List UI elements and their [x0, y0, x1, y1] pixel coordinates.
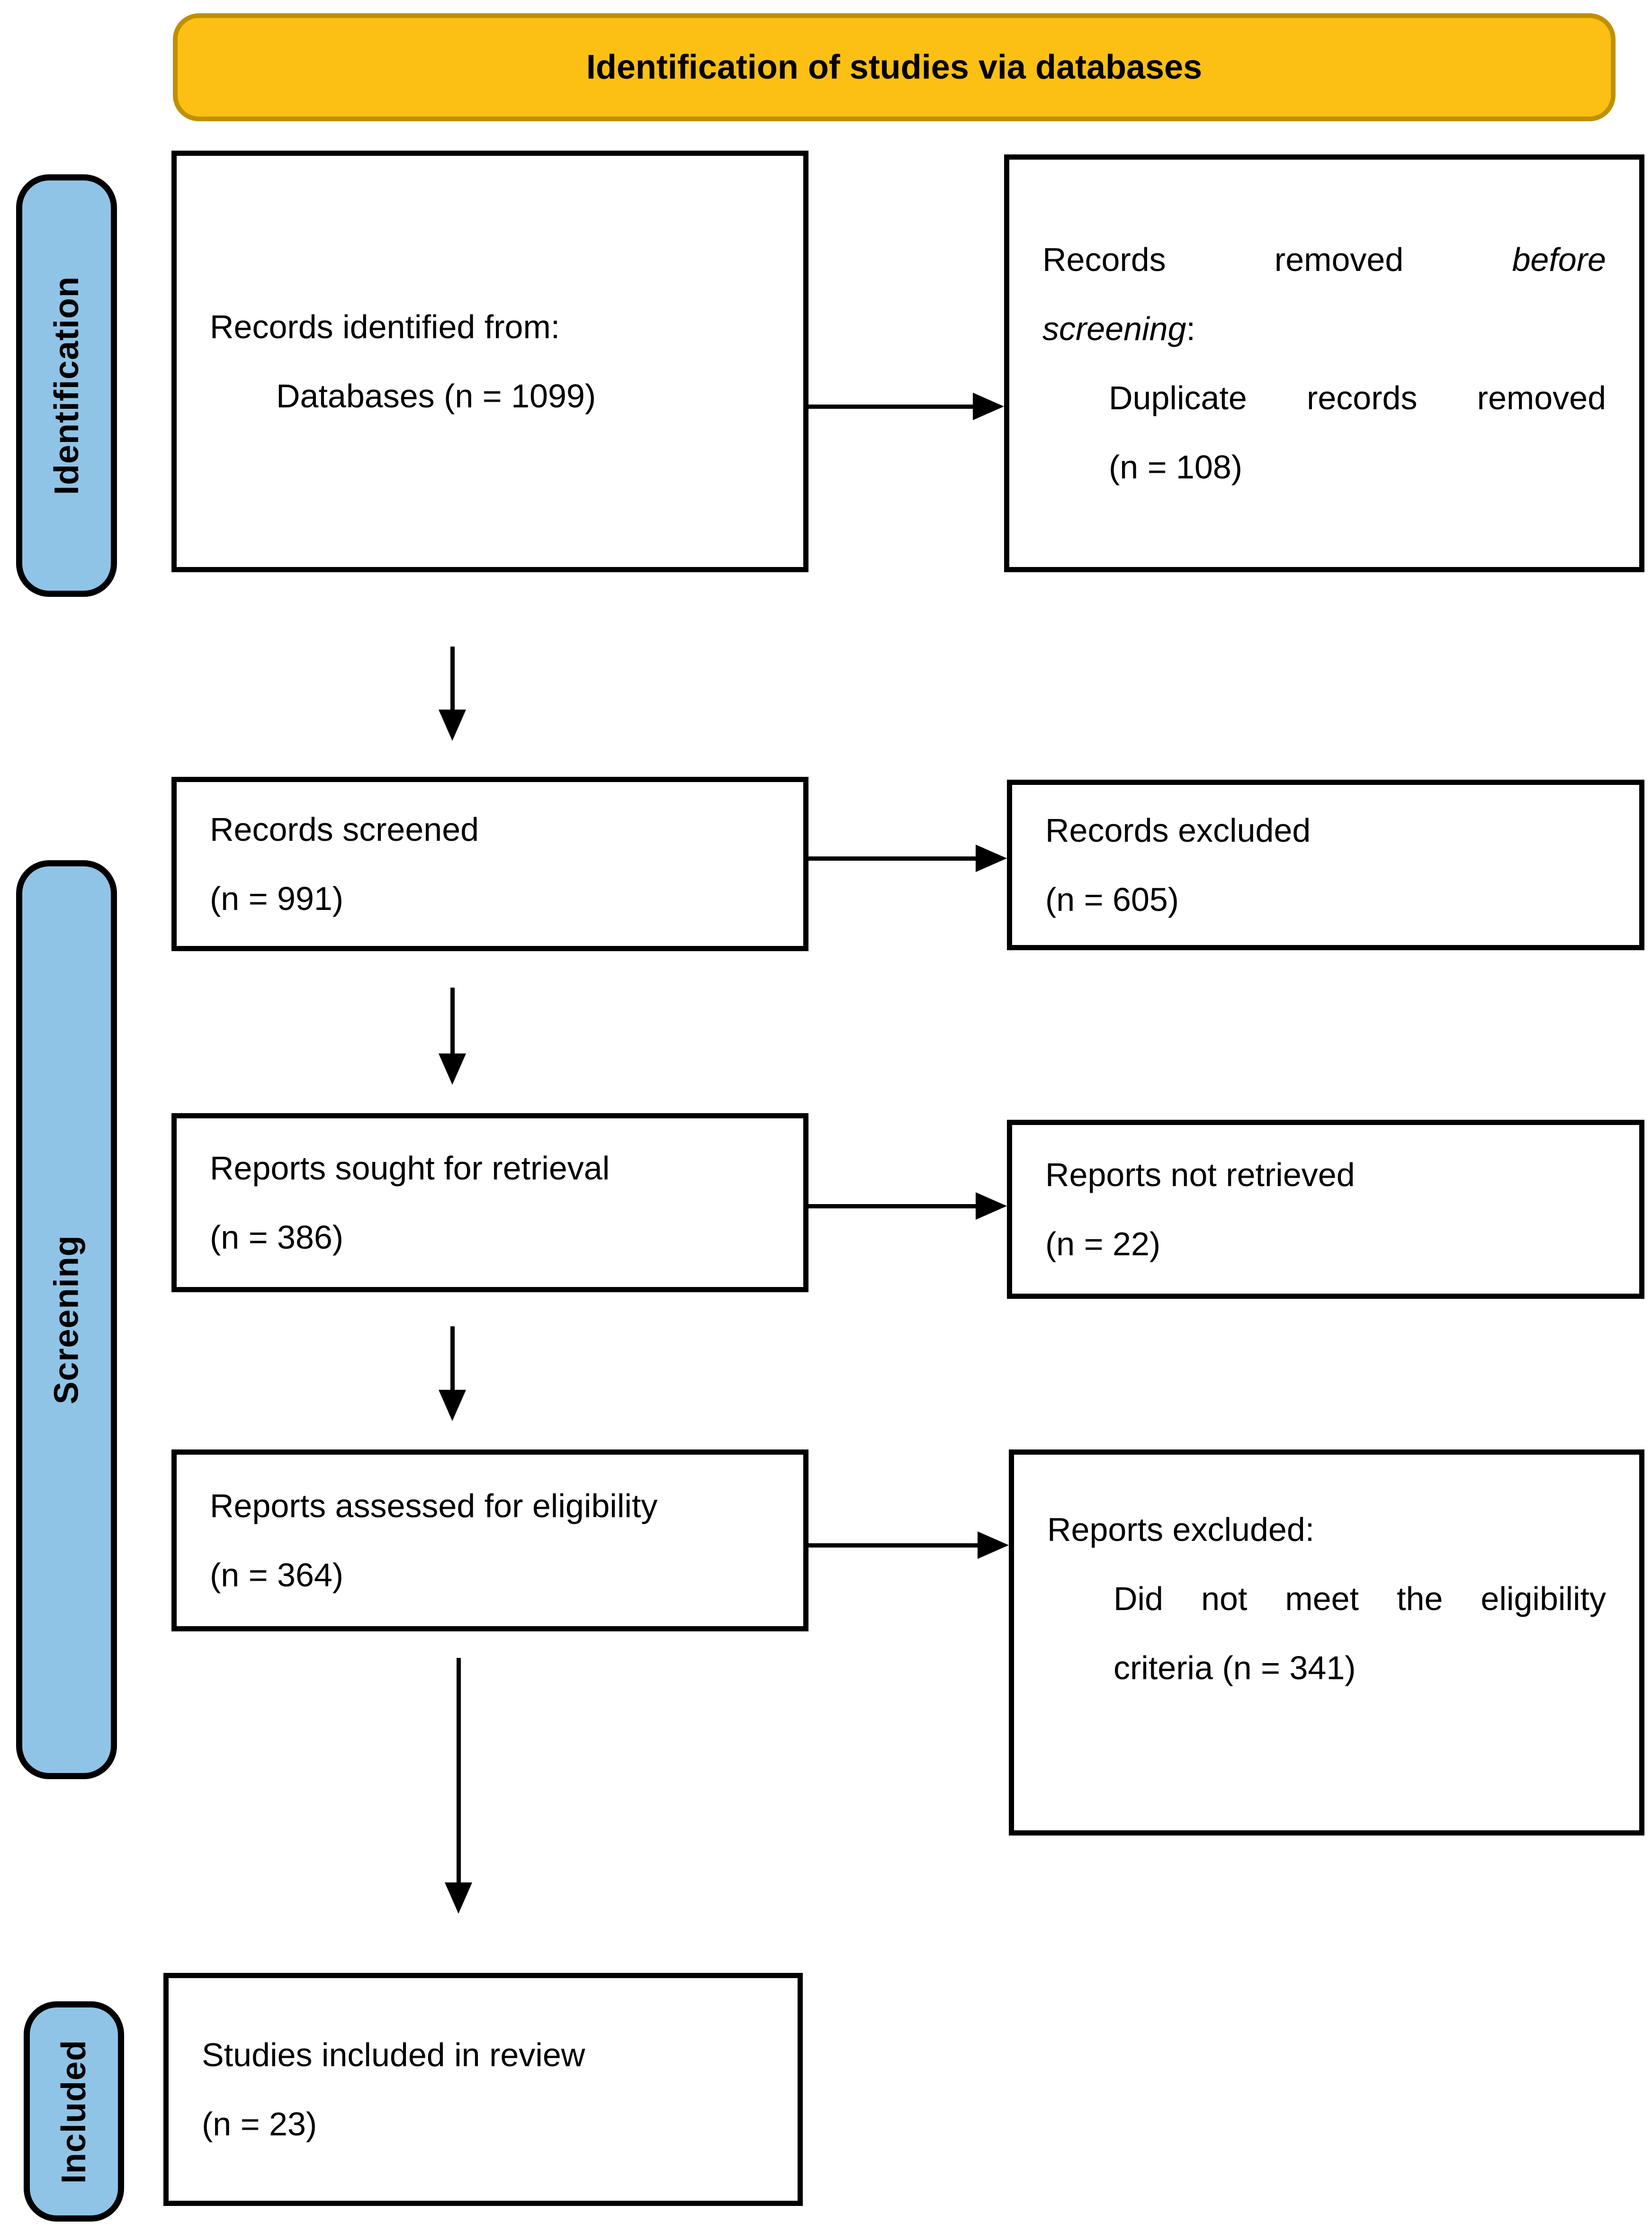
- box-reports-assessed-line2: (n = 364): [210, 1557, 344, 1593]
- arrow-head-down-icon: [445, 1882, 472, 1914]
- arrow-shaft: [806, 1543, 979, 1548]
- word-italic: before: [1512, 241, 1606, 278]
- box-reports-assessed-line1: Reports assessed for eligibility: [210, 1487, 658, 1524]
- sidebar-stage-screening-label: Screening: [47, 1235, 86, 1404]
- box-records-removed-line4: (n = 108): [1109, 449, 1243, 486]
- box-records-screened-line1: Records screened: [210, 811, 479, 848]
- word: eligibility: [1481, 1580, 1606, 1617]
- word: records: [1307, 379, 1418, 416]
- sidebar-stage-identification: Identification: [16, 174, 117, 597]
- arrow-shaft: [457, 1658, 461, 1883]
- box-reports-not-retrieved-line2: (n = 22): [1045, 1225, 1161, 1262]
- box-reports-excluded-line1: Reports excluded:: [1047, 1511, 1315, 1548]
- arrow-head-right-icon: [973, 393, 1004, 420]
- box-records-identified-line2: Databases (n = 1099): [276, 378, 596, 414]
- box-records-removed-line3: Duplicate records removed: [1109, 363, 1606, 432]
- box-records-identified: Records identified from: Databases (n = …: [171, 151, 808, 572]
- word: Records: [1042, 241, 1166, 278]
- arrow-shaft: [450, 988, 455, 1054]
- word: removed: [1274, 241, 1404, 278]
- box-records-screened: Records screened (n = 991): [171, 777, 808, 951]
- sidebar-stage-identification-label: Identification: [47, 276, 86, 495]
- banner-identification-of-studies: Identification of studies via databases: [173, 13, 1616, 121]
- arrow-head-down-icon: [439, 1390, 466, 1421]
- arrow-head-right-icon: [978, 1531, 1009, 1559]
- word: the: [1397, 1580, 1443, 1617]
- word-italic: screening: [1042, 310, 1186, 347]
- box-records-excluded-line2: (n = 605): [1045, 881, 1179, 918]
- box-records-excluded: Records excluded (n = 605): [1007, 780, 1644, 950]
- box-reports-excluded-line2: Did not meet the eligibility: [1113, 1564, 1606, 1633]
- box-reports-not-retrieved-line1: Reports not retrieved: [1045, 1156, 1355, 1193]
- box-reports-assessed: Reports assessed for eligibility (n = 36…: [171, 1449, 808, 1631]
- box-studies-included-line2: (n = 23): [202, 2106, 317, 2142]
- box-reports-excluded: Reports excluded: Did not meet the eligi…: [1009, 1449, 1644, 1836]
- arrow-head-down-icon: [439, 710, 466, 741]
- banner-title: Identification of studies via databases: [586, 48, 1203, 86]
- sidebar-stage-included: Included: [24, 2001, 124, 2222]
- box-reports-not-retrieved: Reports not retrieved (n = 22): [1007, 1120, 1644, 1299]
- arrow-head-right-icon: [976, 1192, 1007, 1220]
- arrow-shaft: [450, 647, 455, 711]
- arrow-shaft: [450, 1326, 455, 1391]
- arrow-shaft: [806, 405, 974, 409]
- box-records-excluded-line1: Records excluded: [1045, 812, 1311, 849]
- box-studies-included-line1: Studies included in review: [202, 2036, 585, 2073]
- box-reports-sought-line1: Reports sought for retrieval: [210, 1150, 610, 1187]
- box-reports-sought: Reports sought for retrieval (n = 386): [171, 1113, 808, 1292]
- word: not: [1201, 1580, 1248, 1617]
- arrow-shaft: [806, 1204, 977, 1208]
- sidebar-stage-screening: Screening: [16, 860, 117, 1779]
- box-reports-excluded-line3: criteria (n = 341): [1113, 1649, 1356, 1686]
- word: removed: [1477, 379, 1606, 416]
- arrow-head-right-icon: [976, 845, 1007, 872]
- box-records-screened-line2: (n = 991): [210, 880, 344, 917]
- colon: :: [1186, 310, 1195, 347]
- box-records-removed-line2: screening:: [1042, 294, 1606, 363]
- word: meet: [1285, 1580, 1359, 1617]
- box-records-removed-before-screening: Records removed before screening: Duplic…: [1004, 154, 1644, 572]
- box-records-identified-line1: Records identified from:: [210, 308, 560, 345]
- word: Did: [1113, 1580, 1164, 1617]
- box-reports-sought-line2: (n = 386): [210, 1219, 344, 1256]
- word: Duplicate: [1109, 379, 1247, 416]
- arrow-head-down-icon: [439, 1053, 466, 1085]
- box-records-removed-line1: Records removed before: [1042, 225, 1606, 294]
- box-studies-included: Studies included in review (n = 23): [163, 1973, 803, 2206]
- sidebar-stage-included-label: Included: [55, 2039, 93, 2184]
- arrow-shaft: [806, 856, 977, 861]
